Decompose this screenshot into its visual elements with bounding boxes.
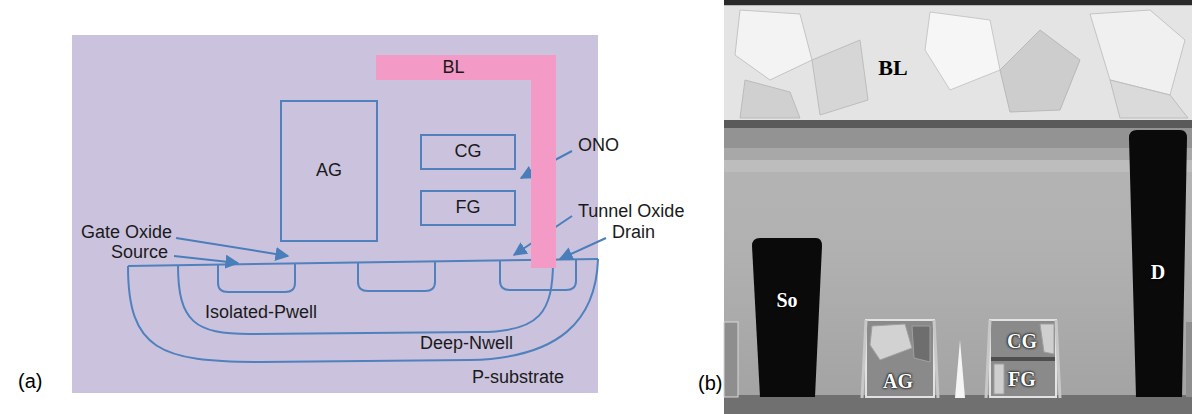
poly-grain <box>870 324 912 360</box>
layer-label: ONO <box>578 136 619 156</box>
tem-label: So <box>776 289 797 311</box>
leader-arrow <box>176 238 288 256</box>
control-gate-box: CG <box>420 134 516 170</box>
node-text: FG <box>456 198 481 218</box>
node-text: BL <box>442 58 464 78</box>
metal-grain <box>925 12 1000 90</box>
metal-grain <box>740 80 800 118</box>
source-junction <box>218 264 295 292</box>
panel-label: (a) <box>18 370 42 392</box>
metal-grain <box>1090 10 1185 95</box>
layer-label: Gate Oxide <box>81 223 172 243</box>
barrier-layer <box>724 120 1192 128</box>
pwell-outline <box>178 261 553 334</box>
neighbour-gate <box>724 322 738 397</box>
tem-top-layer <box>724 0 1192 5</box>
bitline-metal <box>724 6 1192 122</box>
well-label: Deep-Nwell <box>420 334 513 354</box>
metal-grain <box>1000 30 1080 112</box>
ono-layer <box>991 357 1055 361</box>
deep-nwell-outline <box>128 259 598 362</box>
middle-junction <box>358 262 435 291</box>
neighbour-gate <box>1186 322 1192 397</box>
tem-background <box>724 0 1192 414</box>
tem-label: CG <box>1007 330 1037 352</box>
tem-label: D <box>1151 261 1165 283</box>
region-label: Source <box>111 243 168 263</box>
layer-label: Tunnel Oxide <box>578 202 684 222</box>
tem-label: FG <box>1008 368 1036 390</box>
gate-spacer <box>862 320 1060 398</box>
tem-label: BL <box>878 56 907 80</box>
gate-stack-image <box>990 320 1056 397</box>
floating-gate-box: FG <box>420 190 516 226</box>
drain-contact-plug <box>1129 130 1187 397</box>
metal-grain <box>735 10 812 80</box>
silicon-surface <box>128 259 598 266</box>
poly-grain <box>994 364 1004 394</box>
poly-grain <box>912 326 930 362</box>
tem-label: AG <box>883 370 913 392</box>
dielectric-layer <box>724 160 1192 172</box>
dielectric-layer <box>724 148 1192 160</box>
node-text: CG <box>455 142 482 162</box>
bitline-shape <box>376 55 556 268</box>
panel-background <box>72 35 598 393</box>
access-gate-box: AG <box>280 100 378 242</box>
panel-label: (b) <box>698 372 722 394</box>
spacer-void <box>955 340 965 398</box>
well-label: Isolated-Pwell <box>205 303 317 323</box>
leader-arrow <box>560 238 606 259</box>
metal-grain <box>1110 80 1188 118</box>
leader-arrow <box>174 256 238 263</box>
region-label: Drain <box>612 223 655 243</box>
poly-grain <box>1040 324 1054 354</box>
node-text: AG <box>316 161 342 181</box>
access-gate-image <box>866 320 934 397</box>
dielectric-layer <box>724 128 1192 148</box>
text-holder: BL <box>376 55 531 80</box>
substrate-label: P-substrate <box>472 368 564 388</box>
metal-grain <box>812 40 868 115</box>
source-contact-plug <box>752 238 822 397</box>
